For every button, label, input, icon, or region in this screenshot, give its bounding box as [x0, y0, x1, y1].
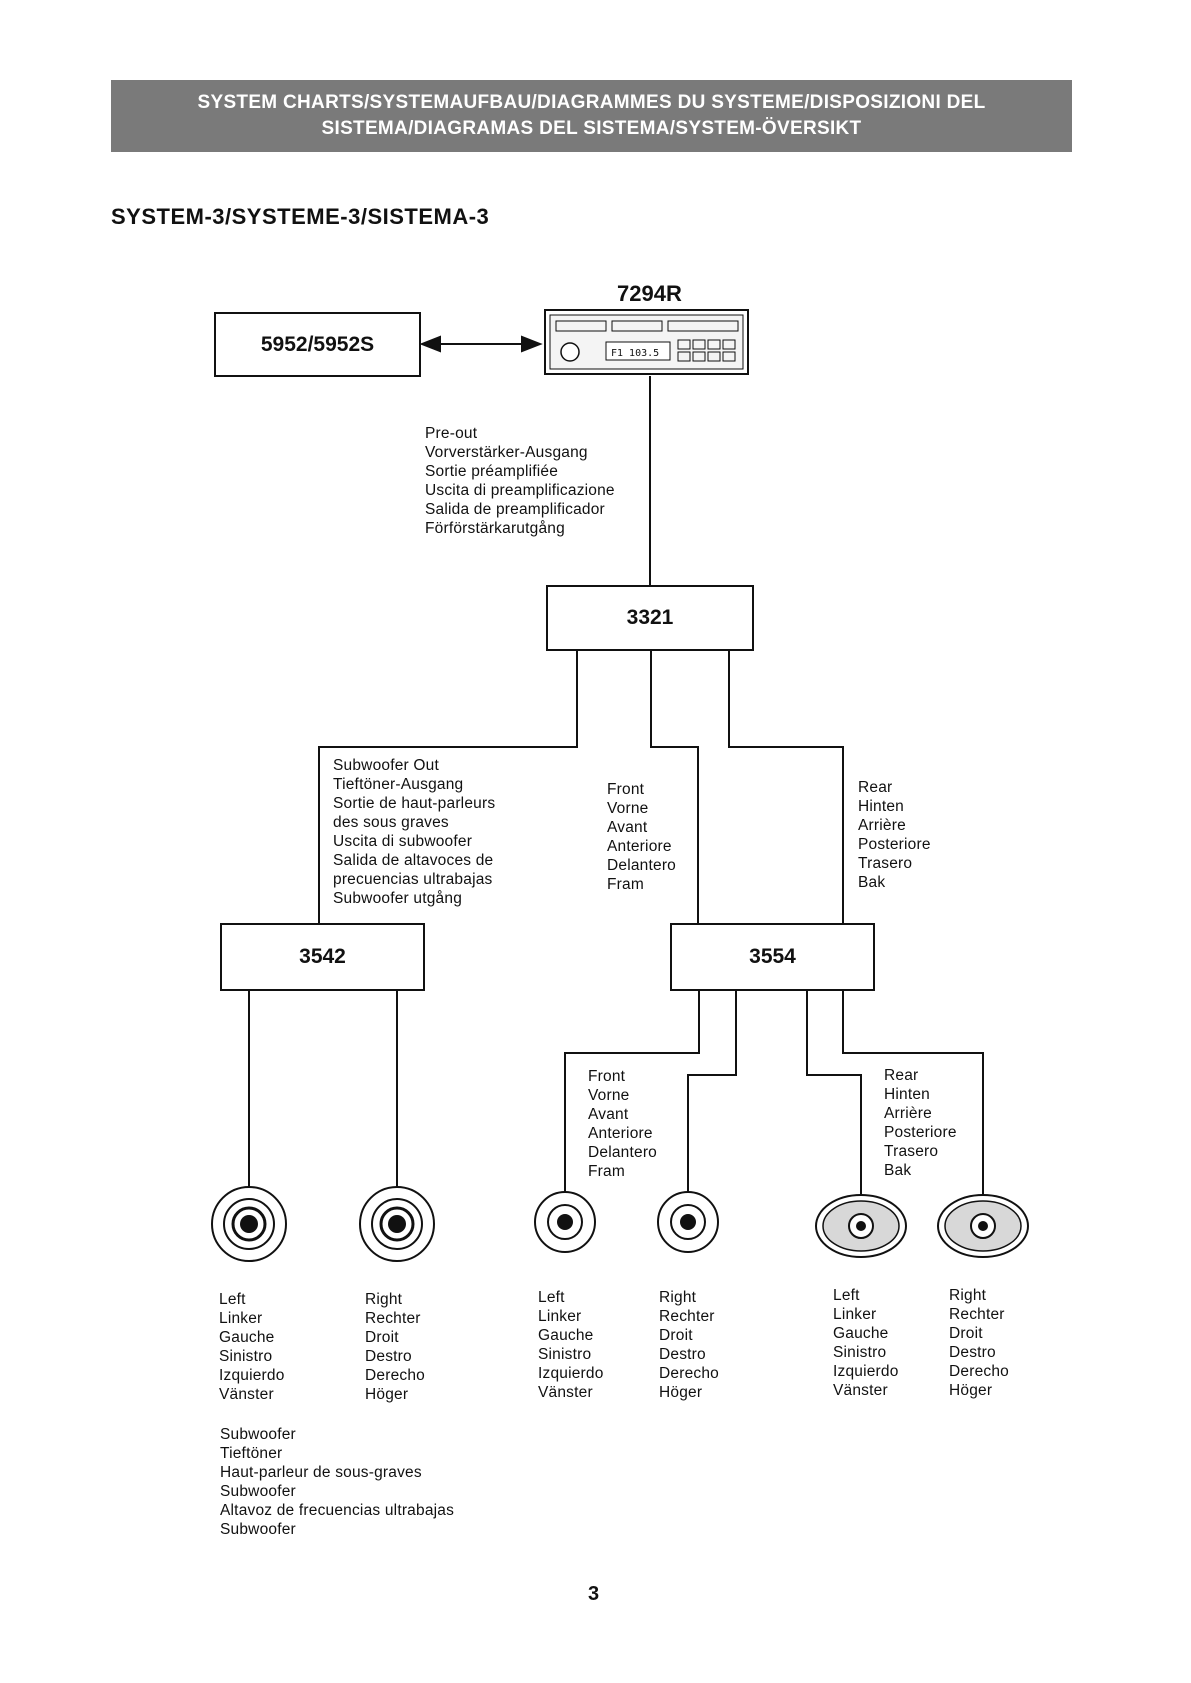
- bidirectional-arrow: [419, 335, 543, 353]
- speaker-sub-right: [359, 1186, 435, 1262]
- box-amp-3554: 3554: [670, 923, 875, 991]
- box-amp-3321: 3321: [546, 585, 754, 651]
- speaker-rear-right: [937, 1194, 1029, 1258]
- page-number: 3: [588, 1583, 600, 1605]
- wire-front-left: [564, 991, 700, 1193]
- wire-rear: [728, 651, 844, 923]
- header-banner: SYSTEM CHARTS/SYSTEMAUFBAU/DIAGRAMMES DU…: [111, 80, 1072, 152]
- wire-sub-out: [318, 651, 578, 923]
- box-changer: 5952/5952S: [214, 312, 421, 377]
- speaker-sub-left: [211, 1186, 287, 1262]
- wire-front-right: [687, 991, 737, 1193]
- wire-rear-right: [842, 991, 984, 1195]
- box-amp-3542: 3542: [220, 923, 425, 991]
- header-line-2: SISTEMA/DIAGRAMAS DEL SISTEMA/SYSTEM-ÖVE…: [321, 118, 862, 139]
- head-unit-display: F1 103.5: [611, 348, 659, 359]
- section-title: SYSTEM-3/SYSTEME-3/SISTEMA-3: [111, 204, 490, 229]
- head-unit-model: 7294R: [617, 281, 682, 306]
- wire-rear-left: [806, 991, 862, 1195]
- speaker-front-right: [657, 1191, 719, 1253]
- speaker-rear-left: [815, 1194, 907, 1258]
- header-line-1: SYSTEM CHARTS/SYSTEMAUFBAU/DIAGRAMMES DU…: [197, 92, 986, 113]
- head-unit-7294r: F1 103.5: [544, 309, 749, 375]
- speaker-front-left: [534, 1191, 596, 1253]
- wire-front: [650, 651, 699, 923]
